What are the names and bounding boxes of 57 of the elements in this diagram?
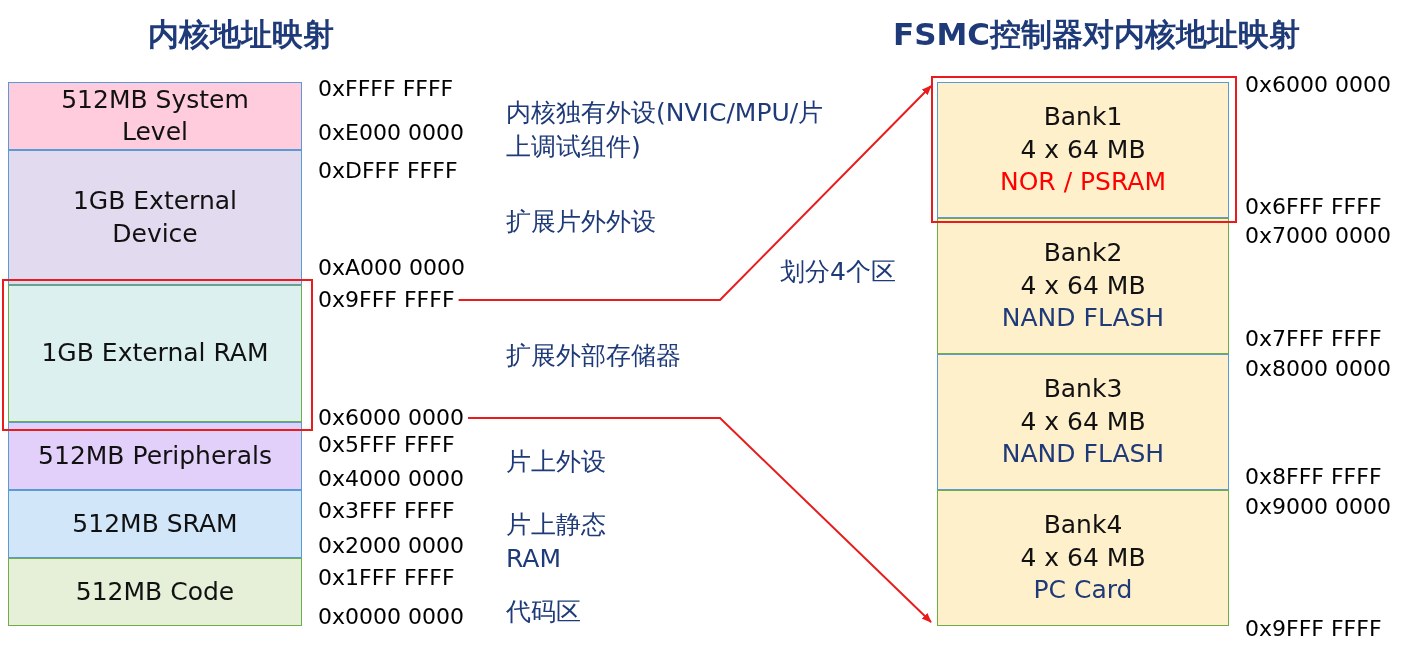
address-label: 0x3FFF FFFF <box>318 497 455 523</box>
description-text: 片上静态RAM <box>506 509 607 575</box>
address-label: 0xE000 0000 <box>318 119 464 145</box>
heading: 内核地址映射 <box>148 15 334 54</box>
address-label: 0x9FFF FFFF <box>1245 615 1382 641</box>
bank-name: Bank3 <box>1043 373 1123 406</box>
description-text: 内核独有外设(NVIC/MPU/片上调试组件) <box>506 97 825 163</box>
address-label: 0x6000 0000 <box>1245 71 1391 97</box>
address-label: 0x2000 0000 <box>318 532 464 558</box>
address-label: 0x8FFF FFFF <box>1245 463 1382 489</box>
address-label: 0x6FFF FFFF <box>1245 193 1382 219</box>
bank-box <box>937 490 1229 626</box>
region-label: 1GB External Device <box>71 185 239 250</box>
address-label: 0x9FFF FFFF <box>318 287 455 313</box>
address-label: 0x9000 0000 <box>1245 493 1391 519</box>
memory-region-box <box>8 422 302 490</box>
region-label: 512MB System Level <box>60 83 250 148</box>
description-text: 片上外设 <box>506 446 606 479</box>
bank-size: 4 x 64 MB <box>1020 541 1146 574</box>
address-label: 0xFFFF FFFF <box>318 75 454 101</box>
bank-size: 4 x 64 MB <box>1020 133 1146 166</box>
address-label: 0x5FFF FFFF <box>318 431 455 457</box>
bank-box <box>937 218 1229 354</box>
region-label: 512MB Code <box>75 575 235 608</box>
description-text: 代码区 <box>506 596 581 629</box>
memory-region-box <box>8 490 302 558</box>
memory-type: NOR / PSRAM <box>999 166 1166 199</box>
address-label: 0xA000 0000 <box>318 254 466 280</box>
bank-size: 4 x 64 MB <box>1020 269 1146 302</box>
bank-name: Bank2 <box>1043 237 1123 270</box>
address-label: 0xDFFF FFFF <box>318 157 458 183</box>
bank-box <box>937 354 1229 490</box>
heading: FSMC控制器对内核地址映射 <box>893 15 1301 54</box>
bank-name: Bank4 <box>1043 509 1123 542</box>
description-text: 扩展外部存储器 <box>506 340 681 373</box>
arrow <box>467 417 932 623</box>
bank-name: Bank1 <box>1043 101 1123 134</box>
description-text: 划分4个区 <box>780 256 896 289</box>
address-label: 0x6000 0000 <box>318 405 464 431</box>
address-label: 0x0000 0000 <box>318 603 464 629</box>
arrow <box>457 85 932 301</box>
memory-type: NAND FLASH <box>1001 302 1165 335</box>
region-label: 1GB External RAM <box>41 337 269 370</box>
address-label: 0x7000 0000 <box>1245 222 1391 248</box>
memory-type: PC Card <box>1033 574 1133 607</box>
bank-size: 4 x 64 MB <box>1020 405 1146 438</box>
memory-region-box <box>8 82 302 150</box>
memory-type: NAND FLASH <box>1001 438 1165 471</box>
address-label: 0x8000 0000 <box>1245 355 1391 381</box>
address-label: 0x4000 0000 <box>318 465 464 491</box>
region-label: 512MB SRAM <box>72 507 238 540</box>
region-label: 512MB Peripherals <box>38 439 272 472</box>
memory-region-box <box>8 150 302 285</box>
address-label: 0x1FFF FFFF <box>318 564 455 590</box>
description-text: 扩展片外外设 <box>506 206 656 239</box>
address-label: 0x7FFF FFFF <box>1245 325 1382 351</box>
memory-region-box <box>8 558 302 626</box>
